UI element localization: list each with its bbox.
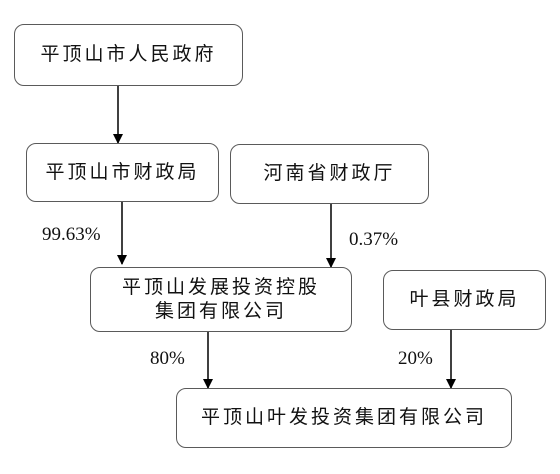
node-label: 平顶山市财政局 (45, 160, 200, 183)
node-pingdingshan-government: 平顶山市人民政府 (14, 24, 243, 86)
node-label: 河南省财政厅 (263, 162, 396, 185)
edge-label-yexian-to-target: 20% (398, 348, 433, 369)
edge-label-finance-to-holding: 99.63% (42, 224, 101, 245)
node-yexian-finance-bureau: 叶县财政局 (383, 270, 546, 330)
edge-label-henan-to-holding: 0.37% (349, 229, 399, 250)
node-label: 平顶山叶发投资集团有限公司 (200, 406, 487, 429)
node-label: 叶县财政局 (409, 288, 520, 311)
node-pingdingshan-development-holding: 平顶山发展投资控股 集团有限公司 (90, 267, 352, 332)
node-label: 平顶山市人民政府 (40, 43, 217, 66)
node-henan-finance-department: 河南省财政厅 (230, 144, 429, 204)
node-pingdingshan-yefa-investment-group: 平顶山叶发投资集团有限公司 (176, 388, 512, 448)
node-label-line-1: 平顶山发展投资控股 (121, 275, 320, 298)
edge-label-holding-to-target: 80% (150, 348, 185, 369)
node-pingdingshan-finance-bureau: 平顶山市财政局 (26, 143, 219, 202)
node-label-line-2: 集团有限公司 (154, 299, 287, 322)
